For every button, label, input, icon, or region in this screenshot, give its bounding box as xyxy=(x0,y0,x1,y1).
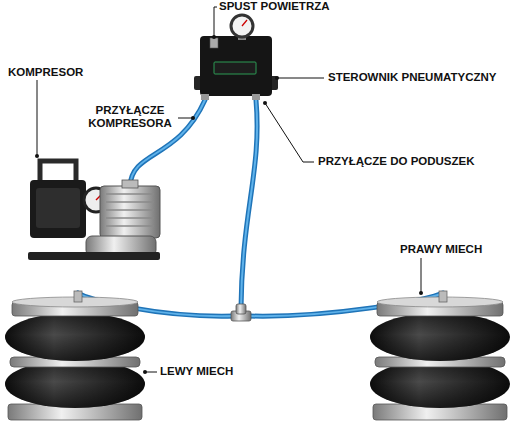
leader-dots xyxy=(35,35,423,374)
pneumatic-controller xyxy=(194,15,278,100)
compressor xyxy=(28,161,160,260)
air-hoses xyxy=(78,100,443,316)
callout-label: LEWY MIECH xyxy=(158,365,235,378)
right-air-bellows xyxy=(370,291,510,420)
callout-label: SPUST POWIETRZA xyxy=(217,0,332,13)
callout-label: STEROWNIK PNEUMATYCZNY xyxy=(326,71,498,84)
callout-label: KOMPRESOR xyxy=(6,66,85,79)
callout-label: PRAWY MIECH xyxy=(398,243,484,256)
callout-label: PRZYŁĄCZE DO PODUSZEK xyxy=(316,155,477,168)
left-air-bellows xyxy=(5,291,145,420)
callout-label: PRZYŁĄCZE KOMPRESORA xyxy=(82,104,178,130)
t-connector xyxy=(231,304,251,321)
leader-lines xyxy=(37,7,421,372)
